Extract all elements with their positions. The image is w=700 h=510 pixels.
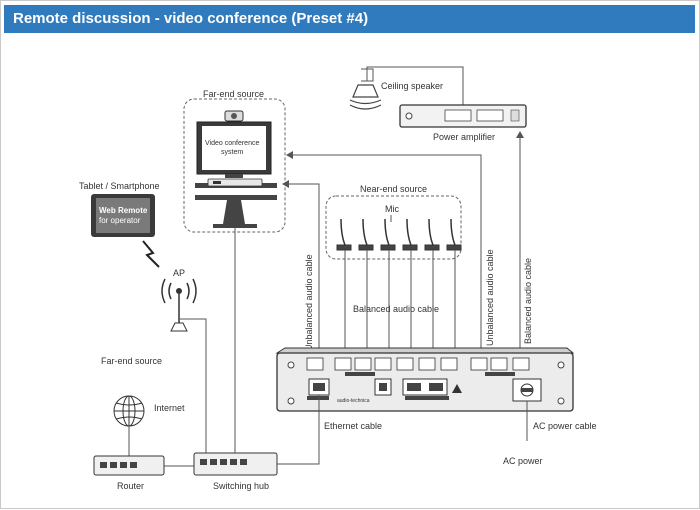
ac-power-cable-label: AC power cable: [533, 421, 597, 431]
wireless-bolt-icon: [142, 240, 160, 268]
far-end-source-top-label: Far-end source: [203, 89, 264, 99]
unbalanced-audio-cable-left-label: Unbalanced audio cable: [304, 254, 314, 351]
video-conference-label-1: Video conference: [205, 140, 259, 147]
video-conference-label-2: system: [221, 149, 243, 156]
tablet-device: [91, 194, 155, 237]
web-remote-label-1: Web Remote: [99, 206, 148, 215]
page-title: Remote discussion - video conference (Pr…: [13, 10, 369, 27]
device-brand-label: audio-technica: [337, 398, 370, 404]
microphone-icons: [336, 218, 462, 251]
ap-label: AP: [173, 268, 185, 278]
ac-power-label: AC power: [503, 456, 543, 466]
speaker-cable: [366, 66, 464, 105]
web-remote-label-2: for operator: [99, 216, 141, 225]
globe-icon: [113, 395, 145, 427]
access-point-icon: [161, 278, 197, 332]
desk-stand: [195, 178, 277, 228]
switching-hub-device: [193, 452, 278, 476]
ceiling-speaker-label: Ceiling speaker: [381, 81, 443, 91]
balanced-audio-cable-mid-label: Balanced audio cable: [353, 304, 439, 314]
ceiling-speaker-icon: [349, 68, 382, 110]
header-banner: Remote discussion - video conference (Pr…: [4, 5, 695, 33]
video-conference-monitor: [196, 121, 272, 178]
far-end-source-left-label: Far-end source: [101, 356, 162, 366]
mic-label: Mic: [385, 204, 399, 214]
power-amplifier-label: Power amplifier: [433, 132, 495, 142]
near-end-source-label: Near-end source: [360, 184, 427, 194]
ap-hub-cable: [179, 318, 207, 453]
unbalanced-cable-in: [282, 180, 320, 359]
mic-cables: [344, 250, 456, 359]
unbalanced-cable-out: [286, 151, 482, 359]
power-amplifier: [399, 104, 527, 128]
camera-icon: [224, 110, 244, 122]
internet-label: Internet: [154, 403, 185, 413]
unbalanced-audio-cable-right-label: Unbalanced audio cable: [485, 249, 495, 346]
near-end-source-box: [325, 195, 462, 260]
balanced-audio-cable-right-label: Balanced audio cable: [523, 258, 533, 344]
ethernet-cable-line: [277, 395, 320, 465]
switching-hub-label: Switching hub: [213, 481, 269, 491]
router-device: [93, 455, 165, 476]
main-processor-unit: [275, 347, 575, 412]
tablet-smartphone-label: Tablet / Smartphone: [79, 181, 160, 191]
router-label: Router: [117, 481, 144, 491]
ethernet-cable-label: Ethernet cable: [324, 421, 382, 431]
